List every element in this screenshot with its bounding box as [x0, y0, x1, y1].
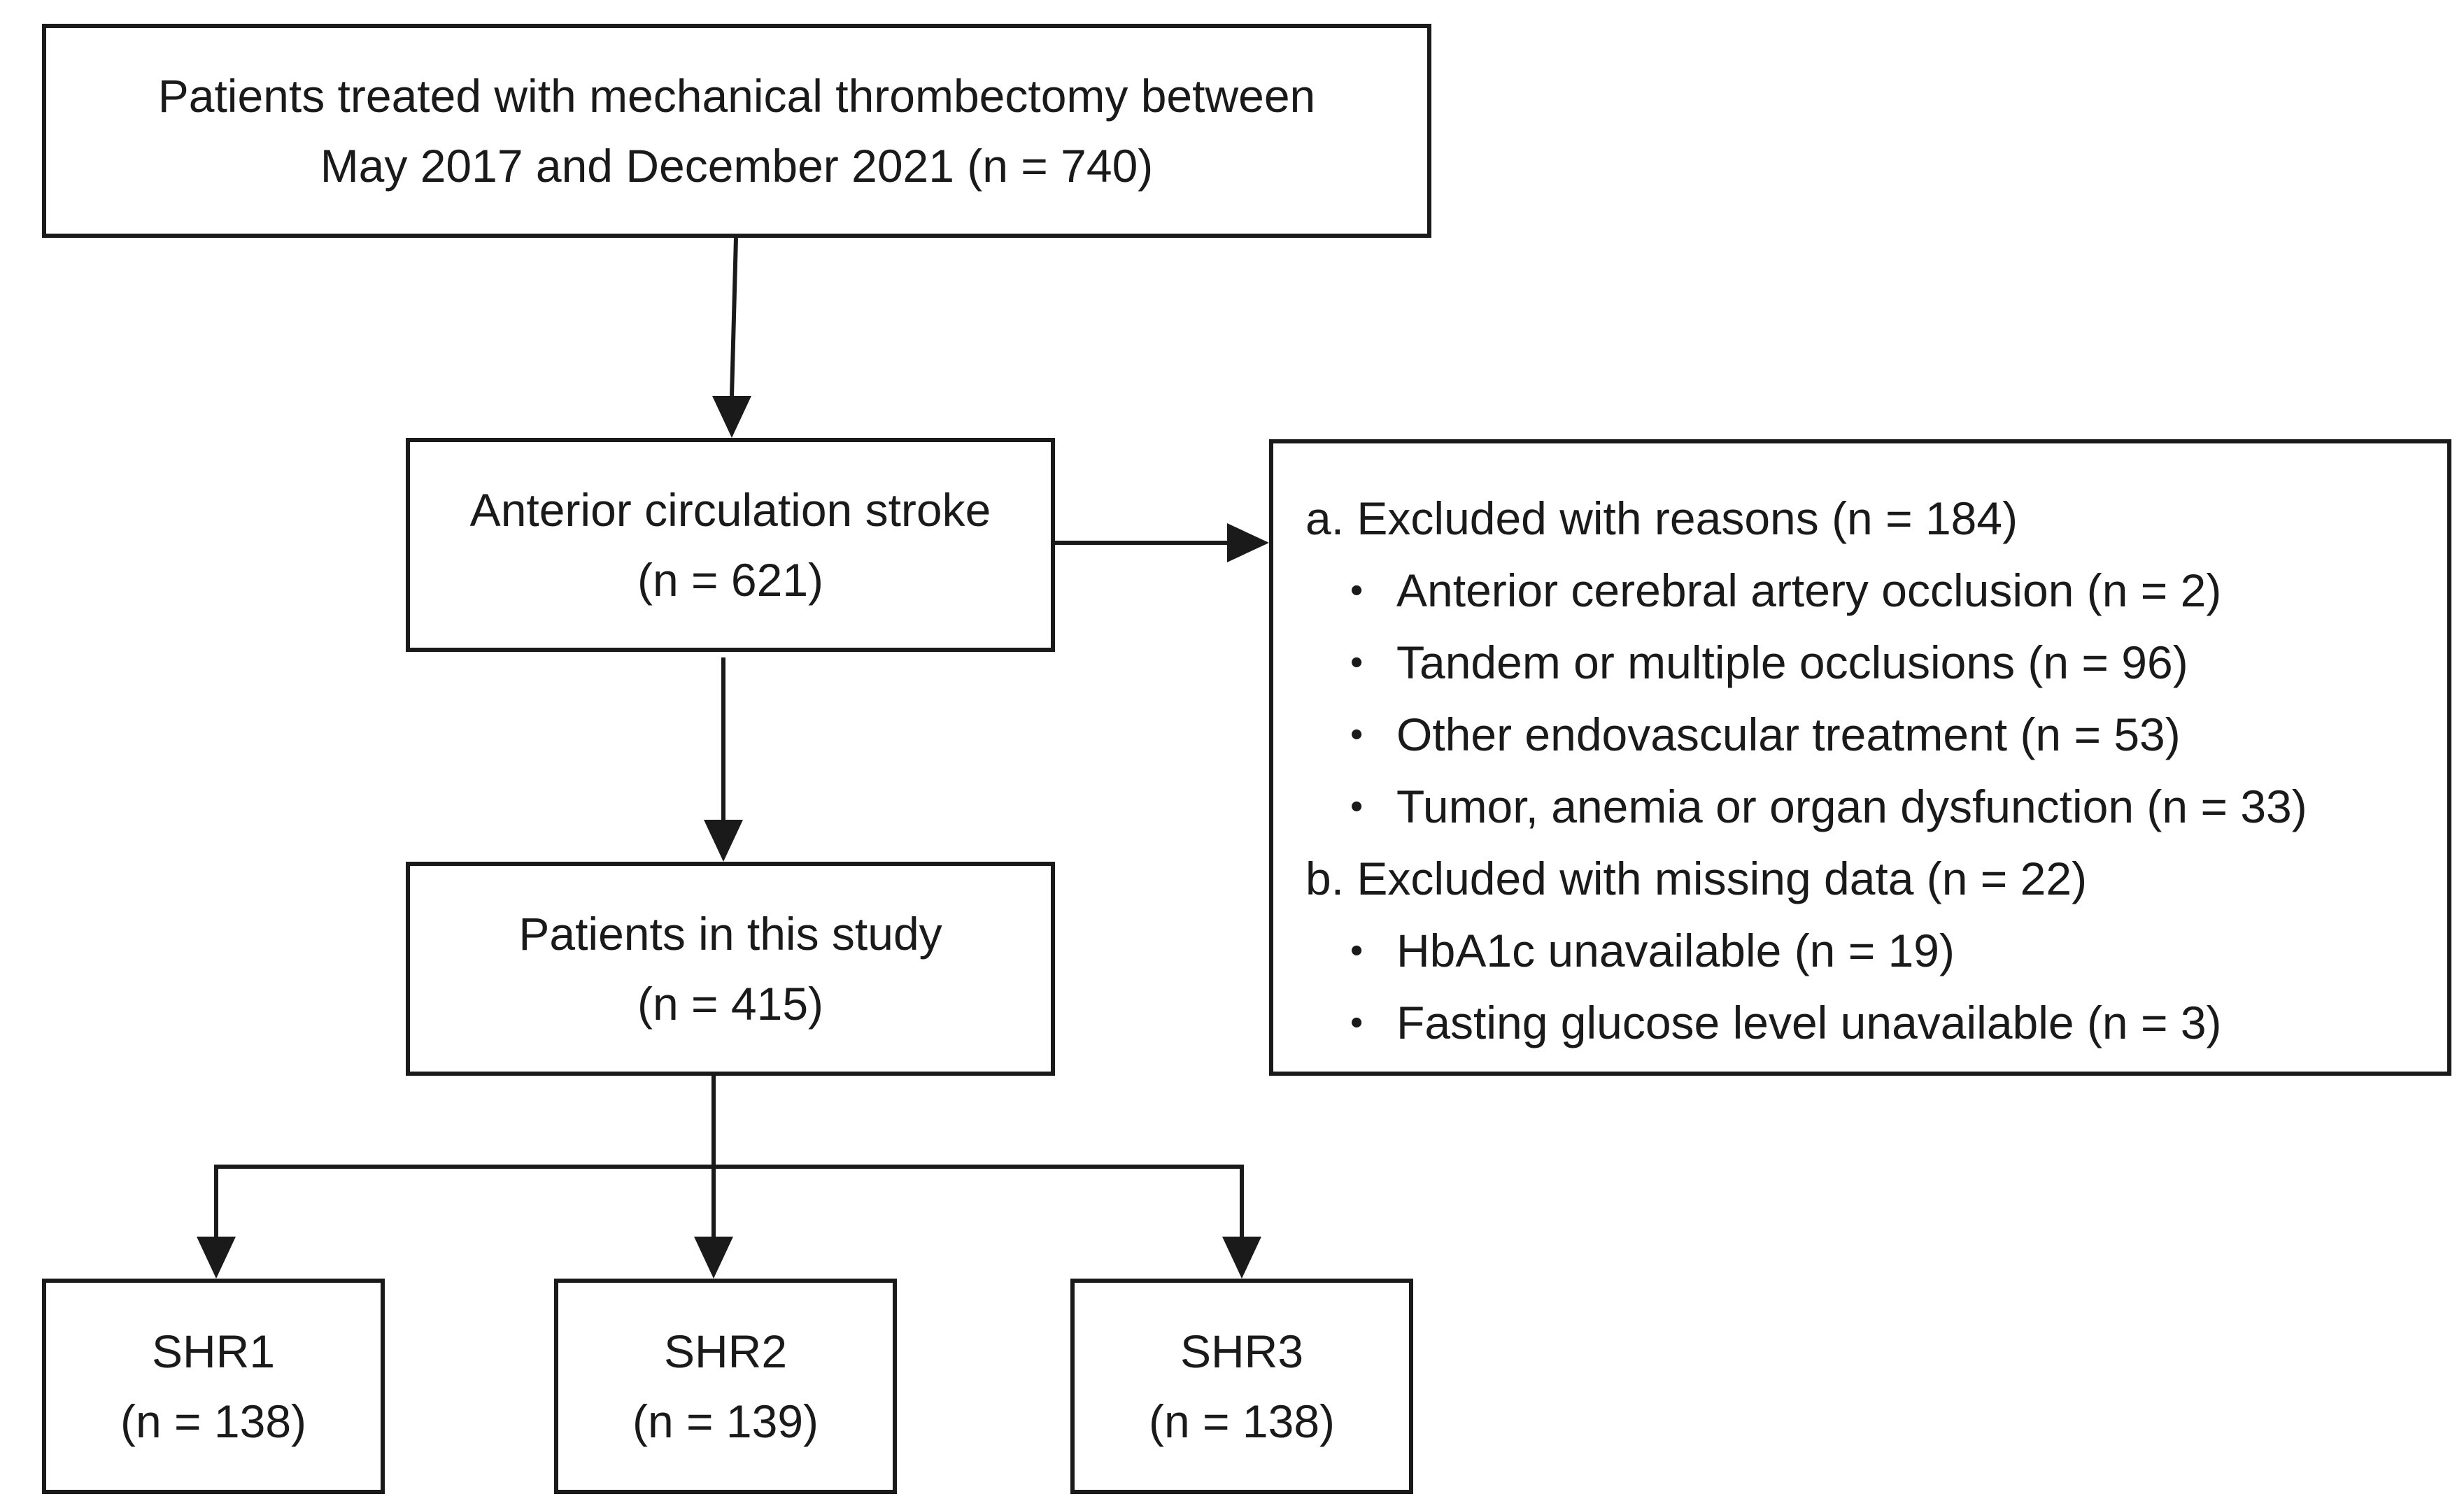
arrowhead-total-to-anterior — [712, 396, 751, 438]
study-patients-label: Patients in this study — [518, 908, 942, 960]
shr1-count: (n = 138) — [120, 1395, 306, 1447]
anterior-circulation-label: Anterior circulation stroke — [469, 484, 991, 536]
arrow-total-to-anterior — [730, 237, 738, 397]
excluded-reasons-heading: a. Excluded with reasons (n = 184) — [1305, 492, 2018, 544]
shr2-label: SHR2 — [663, 1325, 788, 1377]
study-patients-count: (n = 415) — [637, 978, 823, 1030]
total-patients-line1: Patients treated with mechanical thrombe… — [157, 70, 1316, 122]
total-patients-box: Patients treated with mechanical thrombe… — [42, 24, 1431, 238]
arrowhead-to-shr3 — [1222, 1237, 1261, 1279]
anterior-circulation-count: (n = 621) — [637, 554, 823, 606]
excluded-missing-item: HbA1c unavailable (n = 19) — [1350, 915, 2447, 987]
arrowhead-anterior-to-excluded — [1227, 523, 1269, 562]
excluded-missing-heading: b. Excluded with missing data (n = 22) — [1305, 853, 2088, 904]
excluded-reason-item: Anterior cerebral artery occlusion (n = … — [1350, 555, 2447, 627]
excluded-reasons-list: Anterior cerebral artery occlusion (n = … — [1305, 555, 2447, 843]
anterior-circulation-box: Anterior circulation stroke (n = 621) — [406, 438, 1055, 652]
shr1-label: SHR1 — [151, 1325, 276, 1377]
arrowhead-to-shr2 — [694, 1237, 733, 1279]
excluded-missing-item: Fasting glucose level unavailable (n = 3… — [1350, 987, 2447, 1059]
shr3-label: SHR3 — [1180, 1325, 1304, 1377]
study-patients-box: Patients in this study (n = 415) — [406, 862, 1055, 1076]
excluded-reason-item: Other endovascular treatment (n = 53) — [1350, 699, 2447, 771]
shr2-box: SHR2 (n = 139) — [554, 1279, 897, 1494]
excluded-reason-item: Tumor, anemia or organ dysfunction (n = … — [1350, 771, 2447, 843]
excluded-box: a. Excluded with reasons (n = 184) Anter… — [1269, 439, 2451, 1076]
shr2-count: (n = 139) — [632, 1395, 819, 1447]
arrowhead-to-shr1 — [197, 1237, 236, 1279]
shr1-box: SHR1 (n = 138) — [42, 1279, 385, 1494]
excluded-missing-list: HbA1c unavailable (n = 19) Fasting gluco… — [1305, 915, 2447, 1059]
excluded-reason-item: Tandem or multiple occlusions (n = 96) — [1350, 627, 2447, 699]
arrowhead-anterior-to-study — [704, 820, 743, 862]
shr3-box: SHR3 (n = 138) — [1070, 1279, 1413, 1494]
total-patients-line2: May 2017 and December 2021 (n = 740) — [320, 140, 1154, 192]
shr3-count: (n = 138) — [1149, 1395, 1335, 1447]
